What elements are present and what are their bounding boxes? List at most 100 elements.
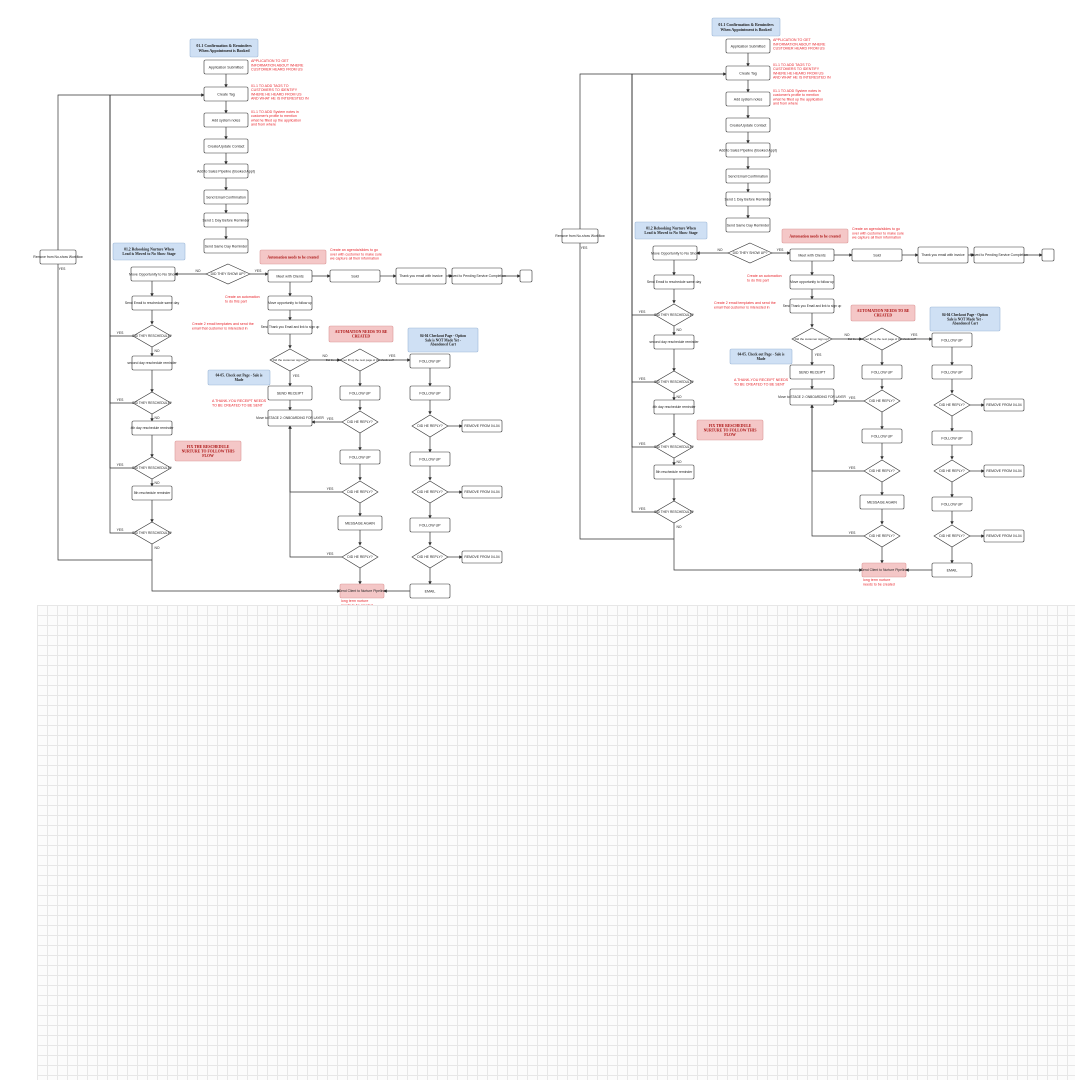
a2-send-receipt[interactable]: SEND RECEIPT <box>789 364 835 380</box>
a2-step-4[interactable]: Add to Sales Pipeline (Booked Appt) <box>719 142 777 158</box>
a2-reply1-a[interactable]: DID HE REPLY? <box>863 389 901 413</box>
a2-resched-q-0[interactable]: DID THEY RESCHEDULE? <box>654 303 694 327</box>
a2-send-nurture[interactable]: Send Client to Nurture Pipeline <box>861 562 908 578</box>
a1-step-0[interactable]: Application Submitted <box>203 59 249 75</box>
a1-message-again[interactable]: MESSAGE AGAIN <box>337 515 383 531</box>
a2-did-they-show[interactable]: DID THEY SHOW UP? <box>727 242 773 264</box>
a1-fu1-b[interactable]: FOLLOW UP <box>339 449 381 465</box>
a2-reply2-c[interactable]: DID HE REPLY? <box>933 524 971 548</box>
a2-resch-1[interactable]: second day reschedule reminder <box>649 334 699 350</box>
a1-cut-box[interactable] <box>519 269 533 283</box>
a2-resch-0[interactable]: Send Email to reschedule same day <box>647 274 702 290</box>
a1-resch-1[interactable]: second day reschedule reminder <box>127 355 177 371</box>
a2-step-6[interactable]: Send 1 Day Before Reminder <box>725 191 773 207</box>
a1-sold[interactable]: Sold <box>329 269 381 283</box>
a2-reply1-c[interactable]: DID HE REPLY? <box>863 524 901 548</box>
a1-fu1-a[interactable]: FOLLOW UP <box>339 385 381 401</box>
a2-did-customer-sign[interactable]: Did the customer sign up? <box>791 327 833 351</box>
a2-move-no-show[interactable]: Move Opportunity to No Show <box>651 245 699 261</box>
a2-remove-workflow[interactable]: Remove from No-show Workflow <box>555 228 605 244</box>
a2-reply1-b[interactable]: DID HE REPLY? <box>863 459 901 483</box>
a2-resched-q-2[interactable]: DID THEY RESCHEDULE? <box>654 435 694 459</box>
a1-resch-2[interactable]: 4th day reschedule reminder <box>131 420 175 436</box>
a2-move-followup[interactable]: Move opportunity to follow up <box>789 274 835 290</box>
a2-step-5[interactable]: Send Email Confirmation <box>725 168 771 184</box>
a1-move-no-show[interactable]: Move Opportunity to No Show <box>129 266 177 282</box>
a2-fu1-a[interactable]: FOLLOW UP <box>861 364 903 380</box>
a1-did-they-show[interactable]: DID THEY SHOW UP? <box>205 263 251 285</box>
a1-step-3[interactable]: Create/Update Contact <box>203 138 249 154</box>
a1-thank-invoice[interactable]: Thank you email with invoice <box>395 267 447 285</box>
a1-resched-q-2[interactable]: DID THEY RESCHEDULE? <box>132 456 172 480</box>
a1-fu2-a[interactable]: FOLLOW UP <box>409 353 451 369</box>
a1-meet-clients[interactable]: Meet with Clients <box>267 269 313 283</box>
a2-step-0[interactable]: Application Submitted <box>725 38 771 54</box>
a1-did-customer-sign[interactable]: Did the customer sign up? <box>269 348 311 372</box>
a2-meet-clients[interactable]: Meet with Clients <box>789 248 835 262</box>
a2-message-again[interactable]: MESSAGE AGAIN <box>859 494 905 510</box>
a1-step-1[interactable]: Create Tag <box>203 86 249 102</box>
a1-remove-b[interactable]: REMOVE FROM 04-04 <box>461 485 503 499</box>
a2-fu2-d[interactable]: FOLLOW UP <box>931 496 973 512</box>
a2-remove-a[interactable]: REMOVE FROM 04-04 <box>983 398 1025 412</box>
a1-resched-q-3[interactable]: DID THEY RESCHEDULE? <box>132 521 172 545</box>
a2-resch-3[interactable]: 5th reschedule reminder <box>653 464 695 480</box>
a1-moved-pending[interactable]: Moved to Pending Service Completion <box>448 267 506 285</box>
a2-move-stage2[interactable]: Move to STAGE 2: ONBOARDING FOR LAYER <box>778 388 847 406</box>
a1-reply1-a[interactable]: DID HE REPLY? <box>341 410 379 434</box>
a2-reply2-a[interactable]: DID HE REPLY? <box>933 393 971 417</box>
a1-remove-c[interactable]: REMOVE FROM 04-04 <box>461 550 503 564</box>
a2-cut-box[interactable] <box>1041 248 1055 262</box>
a1-reply2-b[interactable]: DID HE REPLY? <box>411 480 449 504</box>
a1-remove-a[interactable]: REMOVE FROM 04-04 <box>461 419 503 433</box>
a1-send-nurture[interactable]: Send Client to Nurture Pipeline <box>339 583 386 599</box>
a1-step-6[interactable]: Send 1 Day Before Reminder <box>203 212 251 228</box>
a1-resch-0[interactable]: Send Email to reschedule same day <box>125 295 180 311</box>
a2-resched-q-1[interactable]: DID THEY RESCHEDULE? <box>654 370 694 394</box>
a2-banner-automation[interactable]: Automation needs to be created <box>781 228 849 244</box>
a2-fu2-b[interactable]: FOLLOW UP <box>931 364 973 380</box>
a2-step-2[interactable]: Add system notes <box>725 91 771 107</box>
a1-reply2-c[interactable]: DID HE REPLY? <box>411 545 449 569</box>
a2-reply2-b[interactable]: DID HE REPLY? <box>933 459 971 483</box>
a2-resch-2[interactable]: 4th day reschedule reminder <box>653 399 697 415</box>
a1-did-customer-2[interactable]: Did the customer fill up the next page o… <box>326 348 395 372</box>
a2-step-3[interactable]: Create/Update Contact <box>725 117 771 133</box>
a1-fu2-d[interactable]: FOLLOW UP <box>409 517 451 533</box>
a2-fu1-b[interactable]: FOLLOW UP <box>861 428 903 444</box>
a1-step-2[interactable]: Add system notes <box>203 112 249 128</box>
a2-email[interactable]: EMAIL <box>931 562 973 578</box>
a2-fu2-c[interactable]: FOLLOW UP <box>931 430 973 446</box>
a1-resched-q-0[interactable]: DID THEY RESCHEDULE? <box>132 324 172 348</box>
a2-sold[interactable]: Sold <box>851 248 903 262</box>
a1-email[interactable]: EMAIL <box>409 583 451 599</box>
a1-fu2-b[interactable]: FOLLOW UP <box>409 385 451 401</box>
a1-fu2-c[interactable]: FOLLOW UP <box>409 451 451 467</box>
a2-fu2-a[interactable]: FOLLOW UP <box>931 332 973 348</box>
a2-resched-q-3[interactable]: DID THEY RESCHEDULE? <box>654 500 694 524</box>
a1-reply1-b[interactable]: DID HE REPLY? <box>341 480 379 504</box>
a1-reply2-a[interactable]: DID HE REPLY? <box>411 414 449 438</box>
a1-move-stage2[interactable]: Move to STAGE 2: ONBOARDING FOR LAYER <box>256 409 325 427</box>
a1-step-5[interactable]: Send Email Confirmation <box>203 189 249 205</box>
a1-step-4[interactable]: Add to Sales Pipeline (Booked Appt) <box>197 163 255 179</box>
a1-step-7[interactable]: Send Same Day Reminder <box>203 238 249 254</box>
a2-thank-invoice[interactable]: Thank you email with invoice <box>917 246 969 264</box>
a2-moved-pending[interactable]: Moved to Pending Service Completion <box>970 246 1028 264</box>
a2-remove-c[interactable]: REMOVE FROM 04-04 <box>983 529 1025 543</box>
a1-send-receipt[interactable]: SEND RECEIPT <box>267 385 313 401</box>
a1-move-followup[interactable]: Move opportunity to follow up <box>267 295 313 311</box>
a2-send-thank-you[interactable]: Send Thank you Email and link to sign up <box>783 298 842 314</box>
a1-send-thank-you[interactable]: Send Thank you Email and link to sign up <box>261 319 320 335</box>
